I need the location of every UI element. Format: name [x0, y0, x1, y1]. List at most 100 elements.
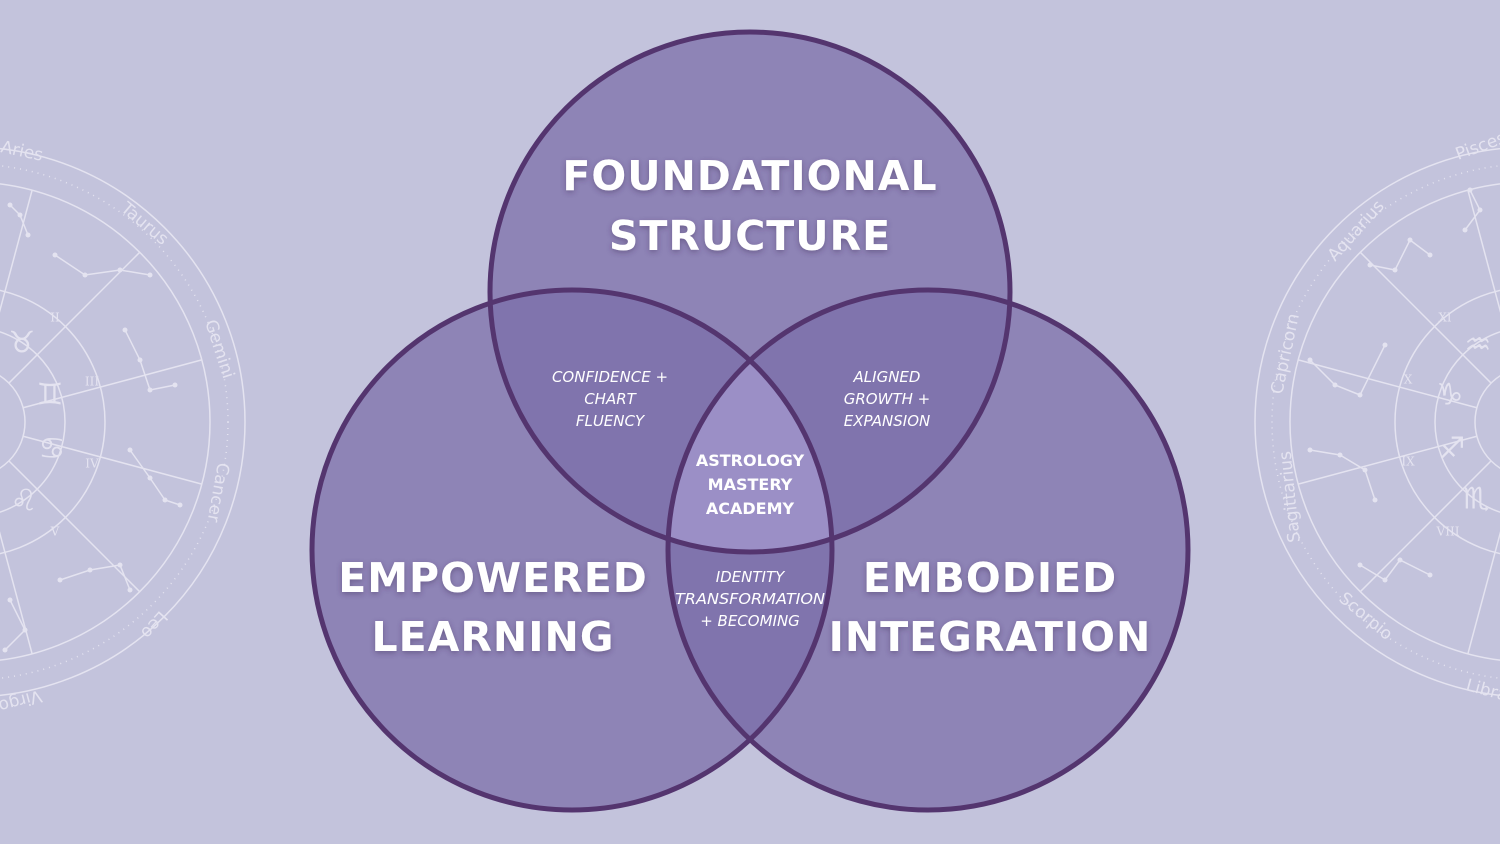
venn-circles	[309, 29, 1191, 813]
constellation-star	[1427, 572, 1433, 578]
constellation-star	[177, 502, 183, 508]
scorpio-glyph-icon: ♏	[1463, 482, 1490, 517]
right-sign-sagittarius: Sagittarius	[1275, 450, 1305, 544]
constellation-star	[1427, 252, 1433, 258]
cancer-glyph-icon: ♋	[39, 432, 66, 467]
constellation-star	[7, 202, 13, 208]
left-zodiac-wheel: Aries Taurus Gemini Cancer Leo Virgo ♉ ♊…	[0, 137, 246, 716]
wheel-spoke	[1467, 189, 1500, 313]
overlap-top-right-line2: GROWTH +	[844, 390, 930, 408]
left-house-numeral: II	[50, 311, 60, 325]
constellation-star	[1372, 497, 1378, 503]
constellation-star	[87, 567, 93, 573]
capricorn-glyph-icon: ♑	[1437, 378, 1464, 413]
circle-top-outline	[487, 29, 1013, 555]
constellation-star	[122, 327, 128, 333]
left-house-numeral: IV	[85, 457, 99, 471]
constellation-star	[52, 252, 58, 258]
overlap-top-left-line1: CONFIDENCE +	[552, 368, 668, 386]
constellation-star	[1392, 267, 1398, 273]
right-sign-pisces: Pisces	[1453, 128, 1500, 165]
overlap-top-right-line3: EXPANSION	[844, 412, 931, 430]
constellation-star	[1397, 557, 1403, 563]
constellation-line	[1369, 238, 1431, 271]
constellation-line	[4, 599, 26, 651]
taurus-glyph-icon: ♉	[9, 326, 36, 361]
constellation-star	[1357, 562, 1363, 568]
left-sign-virgo: Virgo	[0, 685, 44, 716]
constellation-star	[117, 562, 123, 568]
wheel-spoke	[8, 460, 141, 593]
right-house-numeral: X	[1404, 373, 1413, 387]
constellation-star	[1462, 227, 1468, 233]
wheel-spoke	[22, 359, 203, 409]
center-label-line1: ASTROLOGY	[696, 451, 805, 470]
constellation-star	[57, 577, 63, 583]
wheel-spoke	[1359, 251, 1492, 384]
circle-right-outline	[665, 287, 1191, 813]
constellation-star	[117, 267, 123, 273]
constellation-star	[172, 382, 178, 388]
constellation-star	[1307, 357, 1313, 363]
wheel-spoke	[1467, 531, 1500, 655]
constellation-star	[7, 597, 13, 603]
constellation-star	[1367, 262, 1373, 268]
constellation-star	[127, 587, 133, 593]
right-house-numeral: VIII	[1436, 525, 1460, 539]
right-constellations	[1307, 187, 1483, 583]
label-right-line2: INTEGRATION	[829, 613, 1152, 661]
sagittarius-glyph-icon: ♐	[1439, 432, 1466, 467]
right-zodiac-wheel: Pisces Aquarius Capricorn Sagittarius Sc…	[1254, 128, 1500, 706]
constellation-line	[129, 449, 181, 506]
left-sign-aries: Aries	[0, 137, 45, 165]
label-right-line1: EMBODIED	[863, 554, 1117, 602]
constellation-line	[1309, 449, 1376, 501]
constellation-star	[1307, 447, 1313, 453]
constellation-star	[1332, 382, 1338, 388]
wheel-spoke	[22, 435, 203, 485]
constellation-star	[25, 232, 31, 238]
label-left-line1: EMPOWERED	[338, 554, 648, 602]
constellation-star	[1407, 237, 1413, 243]
gemini-glyph-icon: ♊	[37, 378, 64, 413]
constellation-star	[162, 497, 168, 503]
circle-left-outline	[309, 287, 835, 813]
constellation-star	[82, 272, 88, 278]
label-left-line2: LEARNING	[372, 613, 615, 661]
overlap-top-left-line3: FLUENCY	[576, 412, 646, 430]
constellation-star	[147, 387, 153, 393]
constellation-star	[1382, 342, 1388, 348]
center-label-line2: MASTERY	[708, 475, 793, 494]
overlap-left-right-line2: TRANSFORMATION	[675, 590, 825, 608]
constellation-star	[147, 272, 153, 278]
constellation-star	[1337, 452, 1343, 458]
right-house-numeral: IX	[1401, 455, 1415, 469]
constellation-star	[147, 475, 153, 481]
overlap-left-right-line1: IDENTITY	[716, 568, 786, 586]
right-sign-aquarius: Aquarius	[1324, 196, 1389, 265]
center-label-line3: ACADEMY	[706, 499, 795, 518]
constellation-line	[59, 564, 131, 591]
right-sign-libra: Libra	[1464, 676, 1500, 706]
left-house-numeral: V	[50, 525, 60, 539]
constellation-line	[1359, 559, 1431, 581]
constellation-line	[1309, 344, 1386, 396]
wheel-spoke	[1359, 460, 1492, 593]
wheel-spoke	[8, 251, 141, 384]
constellation-star	[1357, 392, 1363, 398]
wheel-spoke	[1297, 435, 1478, 485]
overlap-top-right-line1: ALIGNED	[853, 368, 921, 386]
constellation-star	[127, 447, 133, 453]
constellation-star	[1477, 207, 1483, 213]
wheel-spoke	[0, 531, 33, 655]
constellation-star	[17, 212, 23, 218]
constellation-star	[1362, 467, 1368, 473]
constellation-star	[137, 357, 143, 363]
overlap-left-right-line3: + BECOMING	[700, 612, 800, 630]
label-top-line1: FOUNDATIONAL	[562, 152, 937, 200]
left-sign-taurus: Taurus	[116, 198, 172, 250]
left-sign-cancer: Cancer	[203, 461, 233, 523]
left-constellations	[2, 202, 183, 653]
label-top-line2: STRUCTURE	[609, 212, 891, 260]
